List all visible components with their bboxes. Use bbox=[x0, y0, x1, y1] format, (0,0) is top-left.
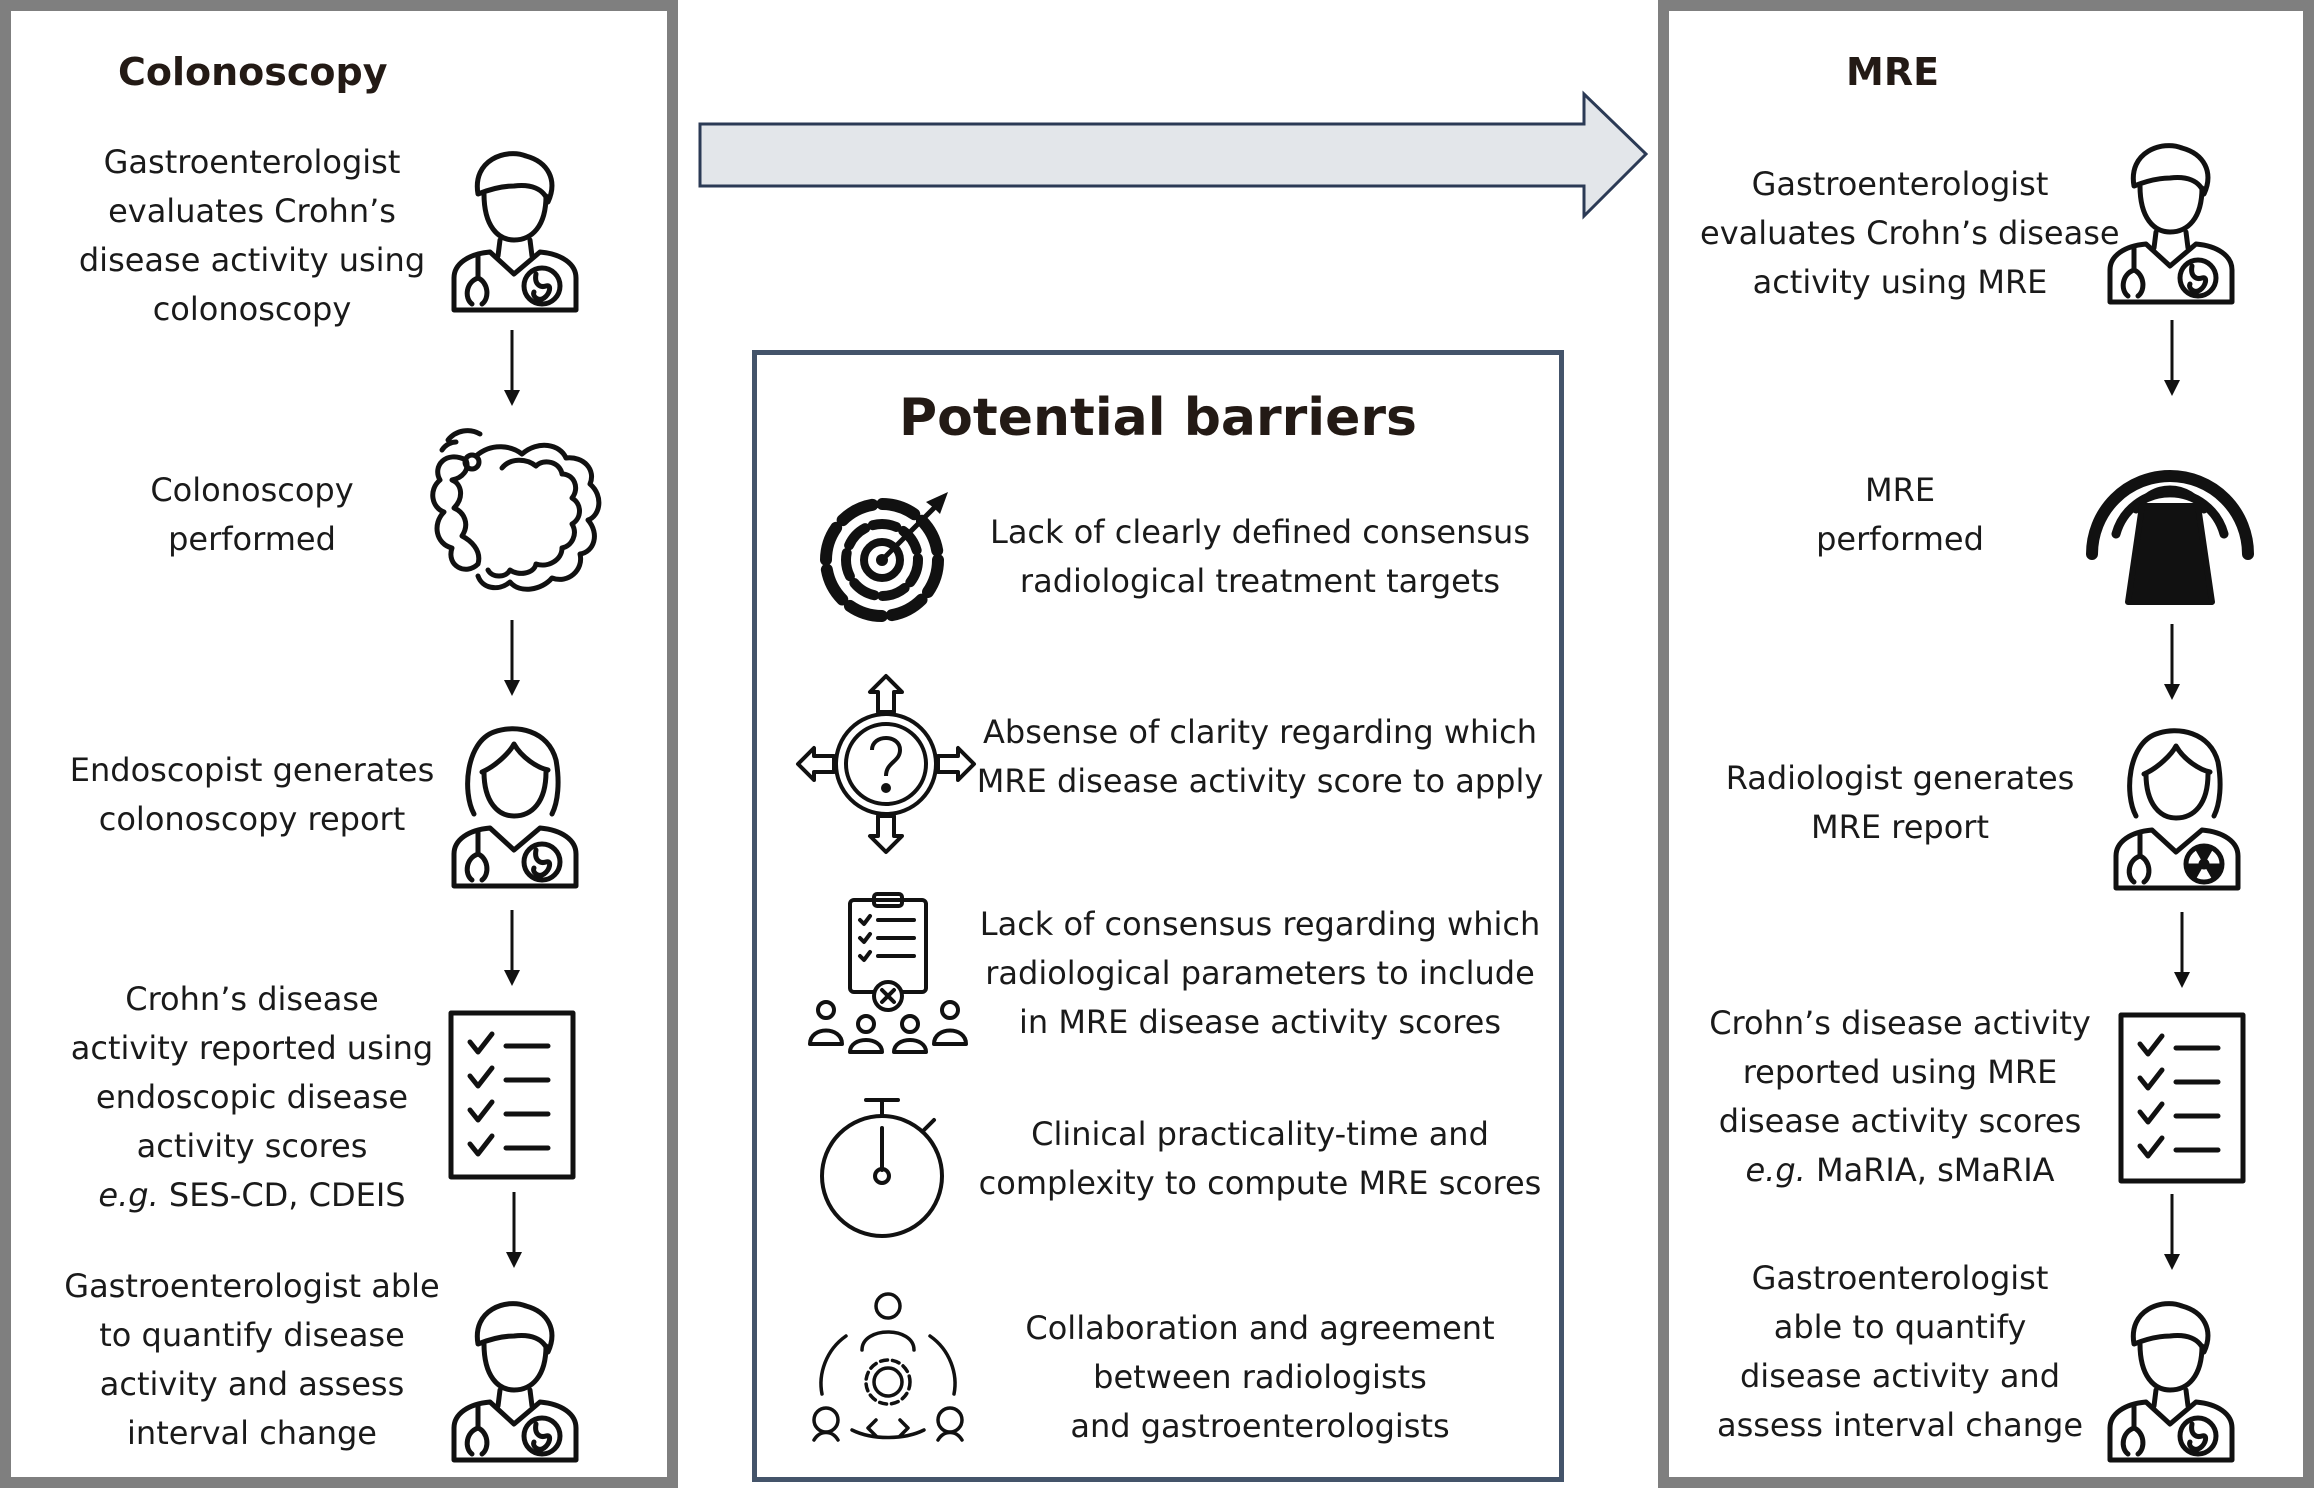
mre-arrow-2 bbox=[2162, 624, 2182, 700]
colonoscopy-panel bbox=[0, 0, 678, 1488]
mre-step5-text: Gastroenterologist able to quantify dise… bbox=[1716, 1259, 2084, 1444]
stopwatch-icon bbox=[818, 1096, 952, 1238]
question-compass-icon bbox=[796, 674, 976, 854]
colonoscopy-step4-text: Crohn’s disease activity reported using … bbox=[70, 980, 434, 1214]
colonoscopy-step3-text: Endoscopist generates colonoscopy report bbox=[69, 751, 435, 838]
mre-step3-text: Radiologist generates MRE report bbox=[1725, 759, 2075, 846]
checklist-report-icon bbox=[448, 1010, 576, 1180]
mre-arrow-4 bbox=[2162, 1194, 2182, 1270]
colonoscopy-title: Colonoscopy bbox=[118, 50, 388, 94]
mre-arrow-1 bbox=[2162, 320, 2182, 396]
mre-gastroenterologist-icon bbox=[2104, 138, 2236, 305]
barrier-1-text: Lack of clearly defined consensus radiol… bbox=[989, 513, 1530, 600]
colonoscopy-arrow-3 bbox=[502, 910, 522, 986]
colonoscopy-arrow-2 bbox=[502, 620, 522, 696]
checklist-group-icon bbox=[806, 892, 970, 1054]
gastroenterologist-result-icon bbox=[448, 1296, 580, 1463]
gastroenterologist-doctor-icon bbox=[448, 146, 580, 313]
colonoscopy-step1-text: Gastroenterologist evaluates Crohn’s dis… bbox=[78, 143, 426, 328]
target-icon bbox=[818, 490, 954, 626]
mre-title: MRE bbox=[1846, 50, 1940, 94]
colonoscopy-arrow-4 bbox=[504, 1192, 524, 1268]
colon-intestine-icon bbox=[426, 420, 608, 600]
colonoscopy-step2-text: Colonoscopy performed bbox=[150, 471, 354, 558]
mre-step1-text: Gastroenterologist evaluates Crohn’s dis… bbox=[1700, 165, 2120, 301]
mri-scanner-icon bbox=[2076, 414, 2264, 612]
mre-step2-text: MRE performed bbox=[1816, 471, 1984, 558]
mre-panel bbox=[1658, 0, 2314, 1488]
transition-arrow bbox=[698, 90, 1650, 220]
mre-arrow-3 bbox=[2172, 912, 2192, 988]
barrier-4-text: Clinical practicality-time and complexit… bbox=[978, 1115, 1542, 1202]
colonoscopy-step5-text: Gastroenterologist able to quantify dise… bbox=[64, 1267, 440, 1452]
collaboration-icon bbox=[806, 1290, 970, 1446]
radiologist-doctor-icon bbox=[2110, 724, 2242, 891]
barrier-5-text: Collaboration and agreement between radi… bbox=[1025, 1309, 1495, 1445]
mre-gastroenterologist-result-icon bbox=[2104, 1296, 2236, 1463]
barrier-3-text: Lack of consensus regarding which radiol… bbox=[979, 905, 1541, 1041]
endoscopist-doctor-icon bbox=[448, 722, 580, 889]
barriers-title: Potential barriers bbox=[899, 388, 1417, 448]
mre-step4-text: Crohn’s disease activity reported using … bbox=[1709, 1004, 2091, 1189]
colonoscopy-arrow-1 bbox=[502, 330, 522, 406]
mre-checklist-report-icon bbox=[2118, 1012, 2246, 1184]
barrier-2-text: Absense of clarity regarding which MRE d… bbox=[976, 713, 1544, 800]
